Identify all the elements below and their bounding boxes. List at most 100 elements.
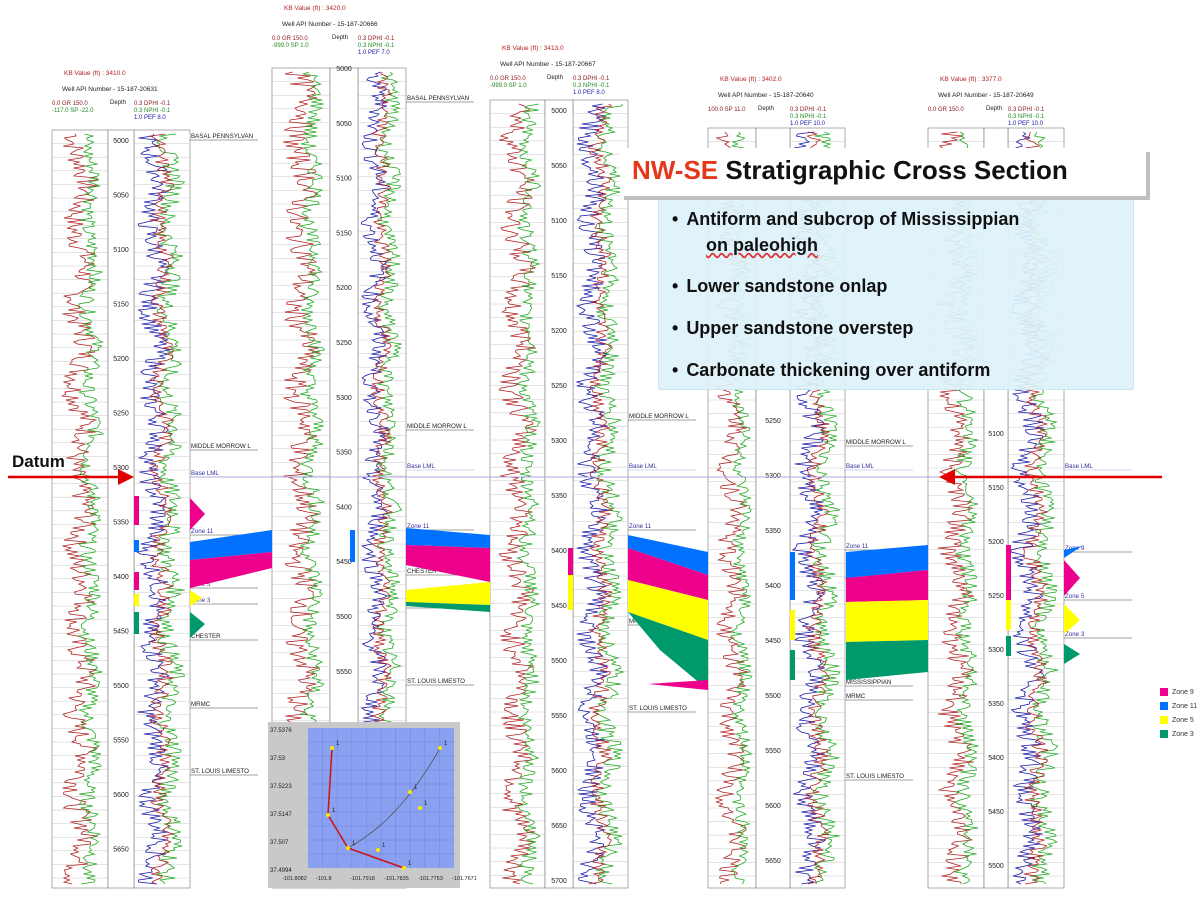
well-4-kb-label: KB Value (ft) : 3402.0 [720,76,782,83]
well-5-depth-label: 5400 [988,755,1004,762]
well-5-depth-label: 5450 [988,809,1004,816]
well-1-depth-label: 5600 [113,792,129,799]
zone3-marker [190,612,205,638]
well-1-depth-label: 5050 [113,193,129,200]
bullet-item: •Upper sandstone overstep [672,318,914,338]
map-well-dot [346,846,350,850]
well-2-header-right: 1.0 PEF 7.0 [358,50,390,56]
map-y-tick: 37.5147 [270,812,292,818]
map-well-dot [438,746,442,750]
well-4-header-right: 0.3 DPHI -0.1 [790,107,827,113]
well-1-depth-label: 5100 [113,247,129,254]
well-4-top-label: MIDDLE MORROW L [846,439,906,446]
well-5-header-right: 0.3 DPHI -0.1 [1008,107,1045,113]
well-3-depth-label: 5050 [551,163,567,170]
correlation-zone9 [190,552,272,588]
map-x-tick: -101.8082 [282,876,307,882]
correlation-zone11 [406,528,490,548]
well-5-header-right: 0.3 NPHI -0.1 [1008,114,1045,120]
well-5-api-label: Well API Number - 15-187-20649 [938,92,1034,99]
correlation-zone11 [846,545,928,578]
well-1-top-label: MRMC [191,701,211,708]
well-1-header-left: 0.0 GR 150.0 [52,101,88,107]
well-1-top-label: Base LML [191,470,219,477]
well-5-depth-label: 5250 [988,593,1004,600]
correlation-zone9 [406,545,490,582]
well-1-zone-bar [134,594,139,606]
well-2-depth-label: 5200 [336,285,352,292]
well-1-track-left [51,129,109,889]
map-y-tick: 37.4994 [270,868,292,874]
zone3-marker [1064,644,1080,664]
well-2-depth-label: 5500 [336,614,352,621]
well-1-header-right: 0.3 NPHI -0.1 [134,108,171,114]
legend-swatch [1160,702,1168,710]
well-1-depth-label: 5250 [113,411,129,418]
well-1-zone-bar [134,496,139,525]
well-5-depth-label: 5150 [988,485,1004,492]
map-well-label: 1 [352,841,356,847]
well-1-depth-track [107,129,135,889]
map-well-dot [326,813,330,817]
well-3-top-label: MIDDLE MORROW L [629,413,689,420]
well-3-nphi-curve [593,103,625,885]
well-4-depth-header: Depth [758,106,774,112]
bullet-item: •Antiform and subcrop of Mississippian [672,209,1020,229]
well-3-depth-label: 5200 [551,328,567,335]
legend-label: Zone 5 [1172,716,1194,724]
well-3-depth-label: 5350 [551,493,567,500]
legend-swatch [1160,688,1168,696]
well-3-gr-curve [498,103,538,885]
correlation-zone11 [190,530,272,560]
well-4-depth-label: 5550 [765,748,781,755]
well-2-kb-label: KB Value (ft) : 3420.0 [284,5,346,12]
well-3-depth-label: 5300 [551,438,567,445]
well-3-depth-label: 5000 [551,108,567,115]
well-2-header-left: -999.0 SP 1.0 [272,43,309,49]
well-3-kb-label: KB Value (ft) : 3413.0 [502,45,564,52]
well-4-api-label: Well API Number - 15-187-20640 [718,92,814,99]
map-x-tick: -101.7835 [384,876,409,882]
well-2-depth-header: Depth [332,35,348,41]
well-1-depth-header: Depth [110,100,126,106]
legend-label: Zone 9 [1172,688,1194,696]
well-2-api-label: Well API Number - 15-187-20666 [282,21,378,28]
well-3-depth-header: Depth [547,75,563,81]
map-well-label: 1 [414,785,418,791]
well-1-zone-bar [134,540,139,552]
well-2-depth-label: 5450 [336,559,352,566]
well-1-top-label: CHESTER [191,633,221,640]
zone5-marker [1064,604,1080,634]
well-4-header-right: 1.0 PEF 10.0 [790,121,826,127]
title-box [620,148,1146,196]
well-5-depth-label: 5200 [988,539,1004,546]
bullet-text: Lower sandstone onlap [686,276,888,296]
well-1-depth-label: 5300 [113,465,129,472]
well-1-dphi-curve [148,133,176,885]
well-4-depth-label: 5500 [765,693,781,700]
well-5-kb-label: KB Value (ft) : 3377.0 [940,76,1002,83]
well-1-depth-label: 5150 [113,302,129,309]
map-well-label: 1 [382,843,386,849]
map-well-label: 1 [332,808,336,814]
well-4-header-right: 0.3 NPHI -0.1 [790,114,827,120]
well-3-depth-label: 5600 [551,768,567,775]
legend-swatch [1160,730,1168,738]
well-3-top-label: Base LML [629,463,657,470]
zone5-marker [190,590,202,606]
well-4-depth-label: 5450 [765,638,781,645]
bullet-text: Carbonate thickening over antiform [686,360,991,380]
map-well-dot [402,866,406,870]
map-y-tick: 37.5223 [270,784,292,790]
well-3-depth-label: 5450 [551,603,567,610]
well-2-depth-label: 5150 [336,230,352,237]
datum-label: Datum [12,452,65,471]
well-1-sp-curve [77,133,105,885]
well-2-top-label: Zone 11 [407,523,430,530]
map-y-tick: 37.507 [270,840,289,846]
well-5-header-right: 1.0 PEF 10.0 [1008,121,1044,127]
well-5-depth-label: 5300 [988,647,1004,654]
well-3-track-left [489,99,546,889]
map-well-label: 1 [408,861,412,867]
